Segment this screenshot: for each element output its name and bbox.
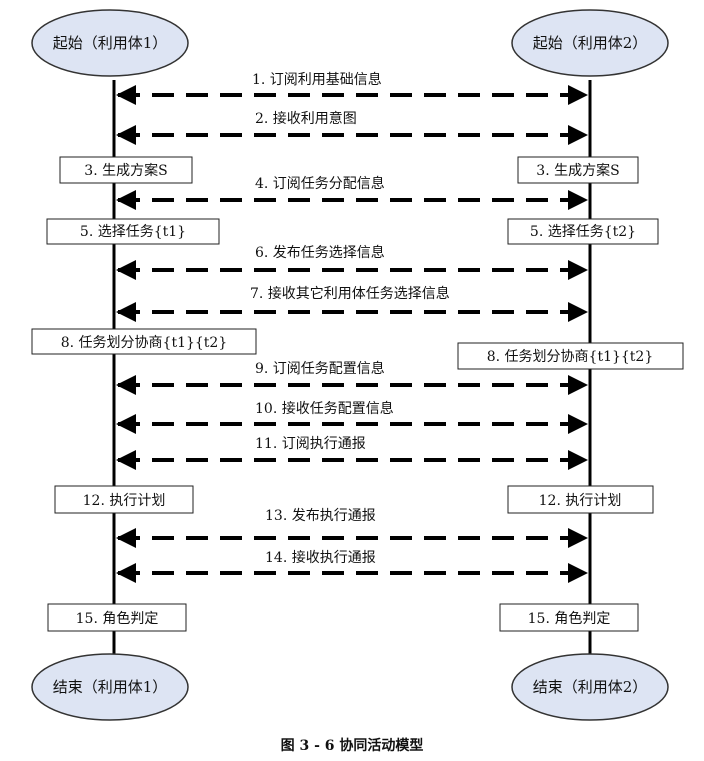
- message-2: 2. 接收利用意图: [116, 110, 588, 145]
- message-14: 14. 接收执行通报: [116, 549, 588, 583]
- left-step-5-label: 5. 选择任务{t1}: [80, 224, 186, 240]
- message-13: 13. 发布执行通报: [116, 508, 588, 548]
- right-step-12-box: 12. 执行计划: [507, 485, 654, 514]
- left-step-8-box: 8. 任务划分协商{t1}{t2}: [31, 328, 257, 355]
- message-4: 4. 订阅任务分配信息: [116, 175, 588, 210]
- left-step-3-box: 3. 生成方案S: [59, 156, 193, 184]
- left-step-5-box: 5. 选择任务{t1}: [46, 218, 220, 245]
- message-7: 7. 接收其它利用体任务选择信息: [116, 285, 588, 322]
- right-step-12-label: 12. 执行计划: [539, 493, 622, 509]
- right-step-3-label: 3. 生成方案S: [536, 162, 619, 179]
- message-9-label: 9. 订阅任务配置信息: [255, 360, 385, 377]
- start-node-left: 起始（利用体1）: [31, 9, 189, 77]
- right-step-5-label: 5. 选择任务{t2}: [530, 224, 636, 240]
- message-13-label: 13. 发布执行通报: [265, 508, 376, 524]
- message-6-label: 6. 发布任务选择信息: [255, 244, 385, 261]
- message-2-label: 2. 接收利用意图: [255, 110, 357, 127]
- message-9: 9. 订阅任务配置信息: [116, 360, 588, 395]
- right-step-15-box: 15. 角色判定: [499, 603, 639, 632]
- message-6: 6. 发布任务选择信息: [116, 244, 588, 280]
- message-11-label: 11. 订阅执行通报: [255, 436, 366, 452]
- left-step-15-box: 15. 角色判定: [47, 603, 187, 632]
- end-node-left: 结束（利用体1）: [31, 653, 189, 721]
- message-7-label: 7. 接收其它利用体任务选择信息: [250, 285, 450, 302]
- left-step-3-label: 3. 生成方案S: [84, 162, 167, 179]
- message-10-label: 10. 接收任务配置信息: [255, 400, 394, 417]
- start-right-label: 起始（利用体2）: [533, 34, 648, 52]
- message-1-label: 1. 订阅利用基础信息: [252, 71, 382, 88]
- right-step-8-label: 8. 任务划分协商{t1}{t2}: [487, 349, 654, 365]
- message-14-label: 14. 接收执行通报: [265, 549, 376, 566]
- left-step-15-label: 15. 角色判定: [76, 610, 159, 627]
- start-node-right: 起始（利用体2）: [511, 9, 669, 77]
- right-step-5-box: 5. 选择任务{t2}: [507, 218, 659, 245]
- figure-caption: 图 3 - 6 协同活动模型: [281, 737, 424, 754]
- start-left-label: 起始（利用体1）: [53, 34, 168, 52]
- right-step-3-box: 3. 生成方案S: [517, 156, 639, 184]
- end-right-label: 结束（利用体2）: [533, 678, 648, 696]
- left-step-12-box: 12. 执行计划: [54, 485, 194, 514]
- left-step-12-label: 12. 执行计划: [83, 493, 166, 509]
- message-1: 1. 订阅利用基础信息: [116, 71, 588, 105]
- message-10: 10. 接收任务配置信息: [116, 400, 588, 434]
- right-step-15-label: 15. 角色判定: [528, 610, 611, 627]
- right-step-8-box: 8. 任务划分协商{t1}{t2}: [457, 342, 684, 370]
- end-left-label: 结束（利用体1）: [53, 678, 168, 696]
- message-11: 11. 订阅执行通报: [116, 436, 588, 470]
- end-node-right: 结束（利用体2）: [511, 653, 669, 721]
- left-step-8-label: 8. 任务划分协商{t1}{t2}: [61, 335, 228, 351]
- message-4-label: 4. 订阅任务分配信息: [255, 175, 385, 192]
